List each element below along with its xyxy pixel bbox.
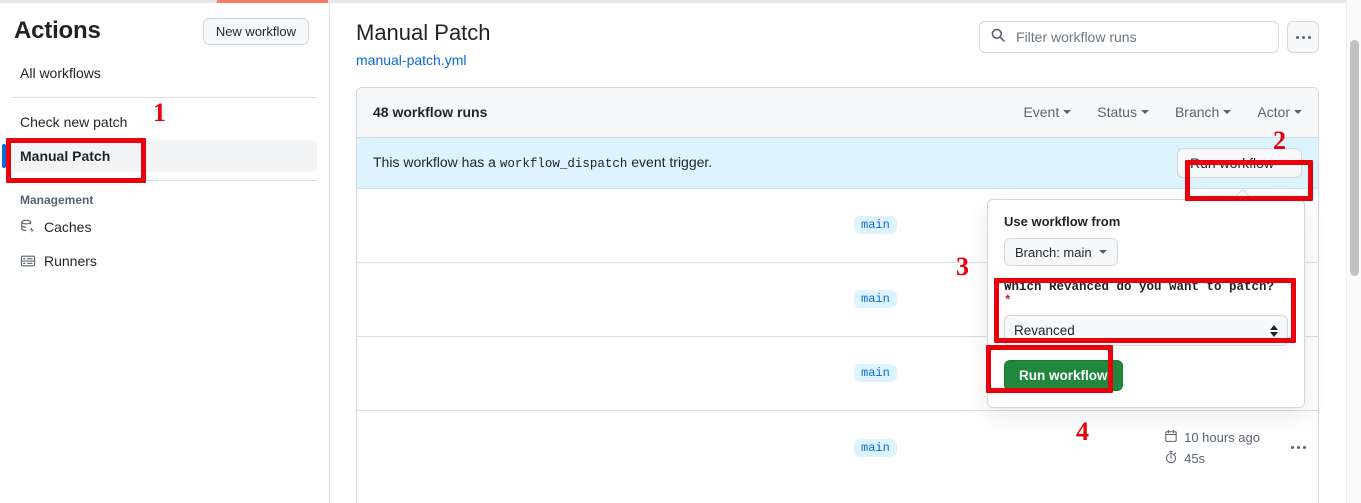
branch-badge: main	[854, 364, 897, 382]
kebab-dot	[1303, 446, 1306, 449]
chevron-down-icon	[1098, 250, 1107, 254]
top-progress-accent	[217, 0, 328, 3]
chevron-down-icon	[1063, 110, 1072, 114]
sidebar-item-runners[interactable]: Runners	[12, 245, 317, 277]
kebab-dot	[1307, 35, 1311, 39]
page-scrollbar[interactable]	[1346, 0, 1361, 503]
kebab-dot	[1291, 446, 1294, 449]
sidebar-title: Actions	[14, 17, 101, 44]
branch-selector-button[interactable]: Branch: main	[1004, 238, 1118, 266]
branch-selector-label: Branch: main	[1015, 244, 1092, 260]
dispatch-event-code: workflow_dispatch	[499, 157, 628, 171]
run-workflow-submit-button[interactable]: Run workflow	[1004, 360, 1123, 391]
sidebar-group-management: Management	[20, 193, 94, 207]
page-scrollbar-thumb[interactable]	[1350, 40, 1359, 276]
page-title-block: Manual Patch manual-patch.yml	[356, 19, 491, 68]
run-date: 10 hours ago	[1164, 429, 1260, 446]
sidebar-item-label: All workflows	[20, 65, 101, 81]
sidebar-item-all-workflows[interactable]: All workflows	[12, 57, 317, 89]
sidebar-item-caches[interactable]: Caches	[12, 211, 317, 243]
kebab-dot	[1301, 35, 1305, 39]
stopwatch-icon	[1164, 450, 1178, 467]
input-field-label-text: Which Revanced do you want to patch?	[1004, 280, 1275, 294]
sidebar-item-label: Caches	[44, 219, 92, 235]
branch-badge: main	[854, 438, 897, 457]
sidebar-item-label: Manual Patch	[20, 148, 111, 164]
chevron-down-icon	[1281, 160, 1289, 165]
filter-event[interactable]: Event	[1023, 104, 1072, 120]
chevron-down-icon	[1223, 110, 1232, 114]
dispatch-banner-text: This workflow has a workflow_dispatch ev…	[373, 154, 712, 171]
filter-branch[interactable]: Branch	[1174, 104, 1232, 120]
top-divider	[0, 0, 1346, 3]
filter-label: Status	[1097, 104, 1137, 120]
sidebar-divider-2	[12, 180, 317, 181]
branch-badge: main	[854, 290, 897, 308]
filter-label: Event	[1023, 104, 1060, 120]
run-meta: 10 hours ago 45s	[1164, 429, 1260, 467]
sidebar-item-label: Check new patch	[20, 114, 128, 130]
filter-label: Branch	[1174, 104, 1220, 120]
sidebar-item-manual-patch[interactable]: Manual Patch	[2, 140, 317, 172]
runs-toolbar: 48 workflow runs Event Status Branch	[357, 87, 1318, 138]
chevron-down-icon	[1140, 110, 1149, 114]
main-content: Manual Patch manual-patch.yml	[331, 3, 1345, 503]
new-workflow-button[interactable]: New workflow	[202, 17, 309, 45]
run-workflow-button-label: Run workflow	[1189, 154, 1274, 171]
revanced-select-value: Revanced	[1014, 323, 1075, 338]
dispatch-text-before: This workflow has a	[373, 154, 496, 170]
sidebar-nav-workflows: Check new patch Manual Patch	[0, 106, 329, 172]
sidebar-item-label: Runners	[44, 253, 97, 269]
run-workflow-dropdown-button[interactable]: Run workflow	[1176, 147, 1302, 178]
branch-badge: main	[854, 216, 897, 234]
sidebar: Actions New workflow All workflows Check…	[0, 3, 330, 503]
run-workflow-dropdown-panel: Use workflow from Branch: main Which Rev…	[987, 199, 1305, 408]
runs-filters: Event Status Branch Actor	[1023, 104, 1302, 120]
runners-icon	[20, 253, 36, 269]
stepper-icon	[1270, 324, 1278, 337]
row-more-options-button[interactable]	[1291, 446, 1306, 449]
workflow-file-link[interactable]: manual-patch.yml	[356, 51, 467, 68]
search-box[interactable]	[979, 21, 1279, 53]
required-marker: *	[1004, 294, 1012, 308]
use-workflow-from-label: Use workflow from	[1004, 214, 1121, 229]
input-field-label: Which Revanced do you want to patch? *	[1004, 280, 1288, 308]
runs-count: 48 workflow runs	[373, 104, 488, 120]
main-header: Manual Patch manual-patch.yml	[356, 19, 1319, 68]
run-duration-text: 45s	[1184, 450, 1206, 466]
dispatch-text-after: event trigger.	[631, 154, 713, 170]
filter-label: Actor	[1257, 104, 1290, 120]
filter-actor[interactable]: Actor	[1257, 104, 1302, 120]
chevron-down-icon	[1294, 110, 1302, 114]
sidebar-nav-management: Caches Runners	[0, 211, 329, 277]
more-options-button[interactable]	[1287, 21, 1319, 53]
sidebar-header: Actions New workflow	[0, 3, 329, 55]
sidebar-nav: All workflows	[0, 57, 329, 89]
revanced-select[interactable]: Revanced	[1004, 315, 1288, 346]
sidebar-divider-1	[12, 97, 317, 98]
cache-icon	[20, 219, 36, 235]
header-actions	[979, 21, 1319, 53]
kebab-dot	[1295, 35, 1299, 39]
search-icon	[990, 27, 1006, 48]
calendar-icon	[1164, 429, 1178, 446]
filter-status[interactable]: Status	[1097, 104, 1149, 120]
run-date-text: 10 hours ago	[1184, 429, 1260, 445]
table-row[interactable]: main 10 hours ago	[357, 410, 1318, 485]
workflow-dispatch-banner: This workflow has a workflow_dispatch ev…	[357, 137, 1318, 189]
run-duration: 45s	[1164, 450, 1260, 467]
search-input[interactable]	[1014, 28, 1268, 46]
page-title: Manual Patch	[356, 20, 491, 45]
sidebar-item-check-new-patch[interactable]: Check new patch	[12, 106, 317, 138]
kebab-dot	[1297, 446, 1300, 449]
